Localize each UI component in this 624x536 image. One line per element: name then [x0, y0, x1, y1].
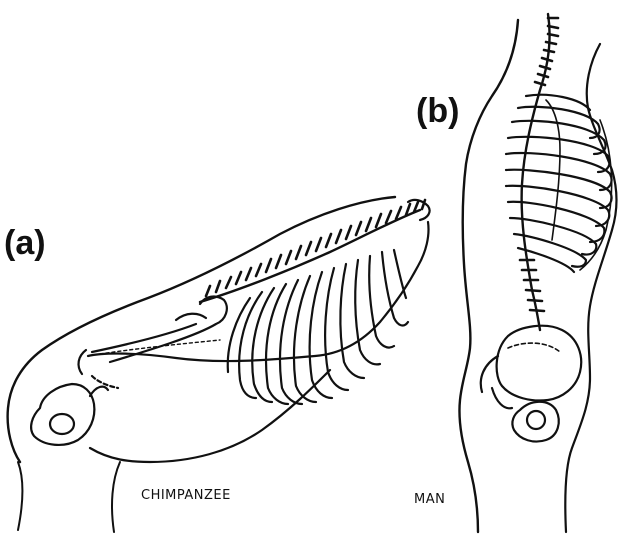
panel-label-b: (b): [416, 94, 459, 128]
chimp-leg-outline-2: [112, 462, 120, 532]
man-front-outline: [459, 20, 518, 532]
chimp-pelvis: [31, 384, 108, 445]
caption-man: MAN: [414, 493, 445, 506]
caption-chimpanzee: CHIMPANZEE: [141, 489, 231, 502]
man-pelvis: [481, 326, 581, 442]
chimp-forelimb: [79, 297, 227, 388]
chimp-leg-outline: [18, 462, 23, 530]
chimp-body-outline: [8, 197, 395, 462]
human-skeleton: [459, 14, 616, 532]
panel-label-a: (a): [4, 226, 46, 260]
chimpanzee-skeleton: [8, 197, 430, 532]
chimp-belly-outline: [90, 370, 330, 462]
